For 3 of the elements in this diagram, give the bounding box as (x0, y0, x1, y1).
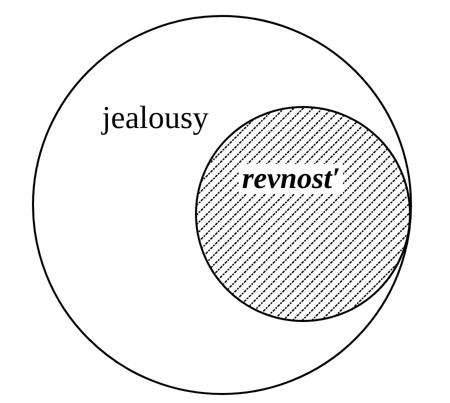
circle-label: revnost′ (239, 164, 344, 194)
circle-label: jealousy (102, 101, 209, 133)
circle (32, 15, 412, 395)
